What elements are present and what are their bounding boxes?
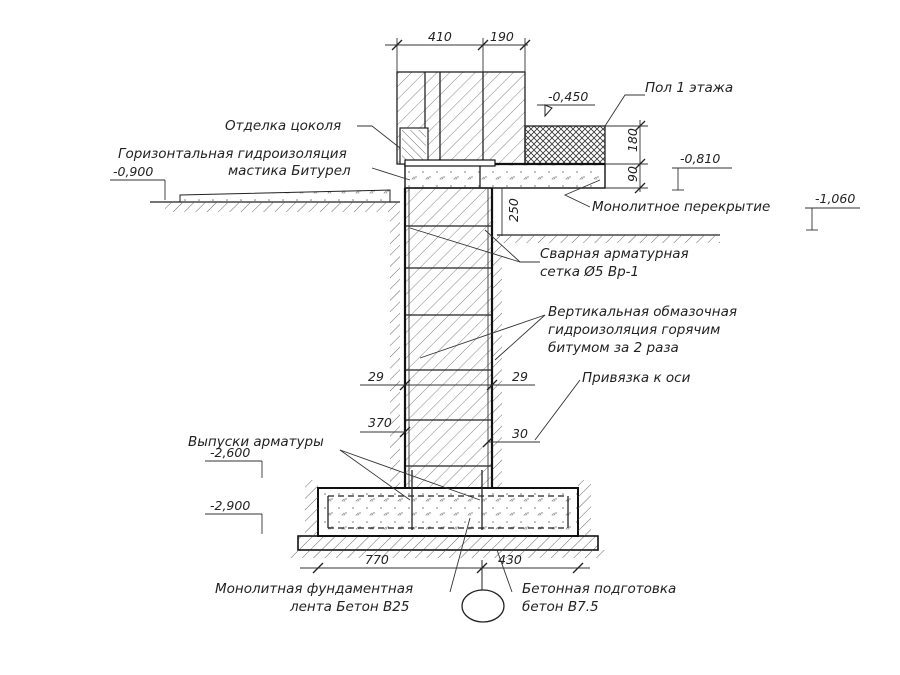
axis-bubble — [461, 589, 505, 623]
label-vwp-line1: Вертикальная обмазочная — [548, 304, 737, 320]
level-m0810-text: -0,810 — [680, 151, 720, 166]
level-m1060-text: -1,060 — [815, 191, 855, 206]
label-hwp-line1: Горизонтальная гидроизоляция — [118, 146, 347, 162]
leader-lines — [339, 94, 645, 593]
dim-410: 410 — [428, 29, 452, 44]
top-dimensions: 410 190 — [385, 29, 531, 72]
level-m2600: -2,600 — [205, 445, 263, 478]
label-vwp-line2: гидроизоляция горячим — [548, 322, 720, 338]
dim-90: 90 — [625, 166, 640, 182]
bottom-dimensions: 770 430 — [300, 552, 590, 574]
dim-29-right: 29 — [512, 369, 528, 384]
level-m2600-text: -2,600 — [210, 445, 250, 460]
soil-right-of-wall — [492, 235, 502, 487]
label-mesh-line2: сетка Ø5 Вр-1 — [540, 264, 639, 280]
label-rebar-out: Выпуски арматуры — [188, 434, 324, 450]
label-prep-line2: бетон В7.5 — [522, 599, 599, 615]
level-m2900-text: -2,900 — [210, 498, 250, 513]
concrete-preparation — [297, 535, 599, 551]
right-dimensions: 180 90 250 — [501, 120, 648, 236]
dim-30: 30 — [512, 426, 528, 441]
level-m0450: -0,450 — [537, 89, 595, 118]
ground-right — [497, 234, 720, 243]
level-m0450-text: -0,450 — [548, 89, 588, 104]
label-floor: Пол 1 этажа — [645, 80, 733, 96]
wall-dimensions: 29 29 370 30 — [360, 369, 540, 448]
label-mesh-line1: Сварная арматурная — [540, 246, 689, 262]
dim-770: 770 — [365, 552, 389, 567]
ground-left — [150, 189, 400, 212]
label-vwp-line3: битумом за 2 раза — [548, 340, 679, 356]
dim-250: 250 — [506, 198, 521, 222]
monolithic-slab — [404, 162, 606, 189]
foundation-strip — [317, 470, 579, 537]
dim-190: 190 — [490, 29, 514, 44]
level-m0900-text: -0,900 — [113, 164, 153, 179]
label-slab: Монолитное перекрытие — [592, 199, 770, 215]
label-plinth-finish: Отделка цоколя — [225, 118, 341, 134]
label-strip-line1: Монолитная фундаментная — [215, 581, 413, 597]
dim-29-left: 29 — [368, 369, 384, 384]
horizontal-waterproofing — [404, 159, 496, 167]
dim-370: 370 — [368, 415, 392, 430]
level-m0900: -0,900 — [110, 164, 166, 200]
level-m0810: -0,810 — [672, 151, 732, 191]
upper-wall — [396, 71, 526, 165]
dim-430: 430 — [498, 552, 522, 567]
label-prep-line1: Бетонная подготовка — [522, 581, 676, 597]
floor-layer — [524, 125, 606, 165]
level-m1060: -1,060 — [805, 191, 860, 231]
label-strip-line2: лента Бетон В25 — [289, 599, 409, 615]
level-m2900: -2,900 — [205, 498, 263, 534]
label-axis-ref: Привязка к оси — [582, 370, 691, 386]
label-hwp-line2: мастика Битурел — [228, 163, 351, 179]
dim-180: 180 — [625, 128, 640, 152]
soil-left-of-wall — [390, 202, 400, 487]
